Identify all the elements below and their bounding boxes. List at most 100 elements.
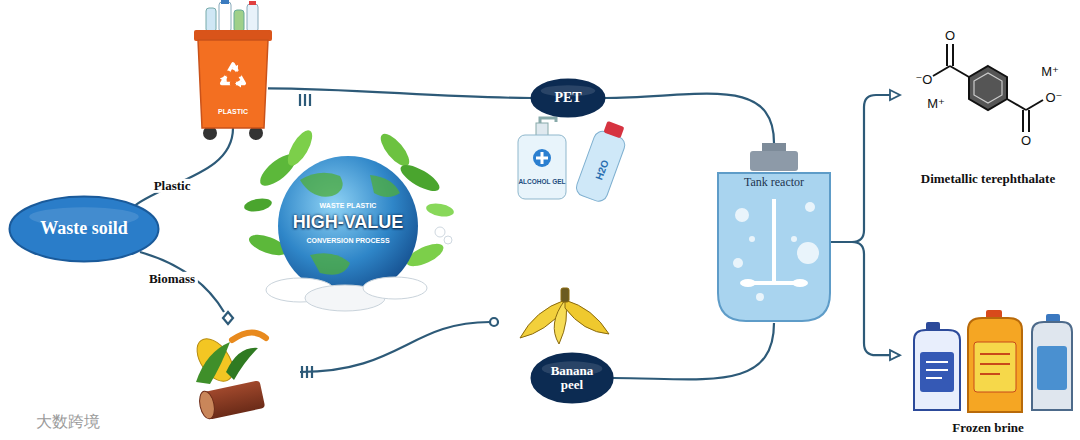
product-node-outline: [900, 305, 1076, 437]
recycle-arrow: [231, 65, 241, 74]
biomass-branch-part: [300, 322, 490, 372]
stirrer-shaft: [772, 199, 776, 283]
brine-jugs-part: [926, 362, 948, 378]
motor-cap: [762, 143, 786, 151]
connector: [268, 88, 531, 98]
node-label: Tank reactor: [744, 176, 804, 189]
terephthalate-molecule-part: [1007, 99, 1026, 110]
pet-bottles-part: [536, 152, 548, 164]
pet-bottles-part: [536, 123, 548, 136]
biomass-branch: [140, 94, 498, 378]
ellipse-shape: [532, 80, 605, 117]
globe-illustration-part: [283, 127, 317, 170]
node-label: Waste soild: [40, 219, 128, 239]
node-label: PET: [554, 90, 581, 105]
pet-bottles: [518, 118, 631, 204]
brine-jugs-part: [1037, 346, 1067, 390]
product-node: Frozen brine: [900, 305, 1076, 437]
ion-label: M⁺: [927, 97, 945, 111]
connector: [830, 242, 900, 355]
globe-illustration: [243, 127, 455, 311]
biomass-branch-part: [300, 94, 310, 106]
brine-jugs-part: [968, 318, 1022, 412]
pet-bottles-part: [518, 135, 566, 199]
bubble: [805, 202, 815, 212]
terephthalate-molecule-part: [1023, 110, 1029, 132]
pet-ellipse: PET: [530, 78, 606, 118]
pet-bottles-part: [533, 149, 551, 167]
banana-ellipse: Banana peel: [530, 352, 614, 404]
biomass-branch-part: [490, 318, 498, 326]
brine-jugs-part: [1032, 322, 1072, 410]
motor: [750, 151, 798, 171]
recycle-gap: [224, 71, 230, 77]
recycle-arrow: [220, 73, 230, 82]
edge-label: Plastic: [151, 179, 194, 193]
plastic-bin: PLASTIC: [198, 40, 268, 128]
waste-ellipse: Waste soild: [8, 195, 160, 263]
stirrer-blade: [740, 279, 756, 287]
globe-illustration-part: [435, 227, 445, 237]
globe-illustration-part: [370, 175, 400, 197]
terephthalate-molecule-part: [1026, 100, 1043, 110]
plastic-bin-top-part: [247, 4, 258, 32]
bubble: [791, 236, 797, 242]
node-label: Dimetallic terephthalate: [921, 172, 1055, 186]
globe-illustration-part: [444, 236, 452, 244]
ellipse-shape: [531, 354, 612, 403]
globe-illustration-part: [425, 202, 455, 219]
biomass-branch-part: [140, 252, 224, 312]
bottle-label: ALCOHOL GEL: [518, 178, 565, 185]
node-texts: Tank reactor: [712, 143, 836, 323]
biomass-icon: [190, 332, 266, 420]
terephthalate-molecule-part: [950, 66, 969, 77]
terephthalate-molecule: [933, 44, 1043, 132]
brine-jugs-part: [980, 354, 1010, 374]
globe-illustration-part: [363, 277, 427, 299]
pet-bottles-part: [574, 119, 631, 204]
bubble: [797, 242, 819, 264]
banana-peel-part: [565, 300, 609, 334]
brine-jugs-part: [920, 352, 954, 392]
plastic-bin-top-part: [219, 2, 231, 32]
plastic-bin-top-part: [221, 0, 229, 4]
connector: [136, 128, 233, 205]
globe-illustration-part: [376, 130, 414, 171]
recycle-gap: [235, 71, 241, 77]
bubble: [733, 258, 743, 268]
bubble: [756, 293, 764, 301]
globe-illustration-part: [278, 156, 418, 296]
globe-text: WASTE PLASTIC: [320, 202, 377, 210]
branch-label: Biomass: [146, 272, 198, 286]
node-texts: Frozen brine: [900, 305, 1076, 437]
biomass-icon-part: [232, 332, 266, 340]
globe-title: HIGH-VALUE: [293, 213, 404, 233]
node-label: Banana peel: [545, 364, 599, 393]
pet-bottles-part: [540, 118, 556, 123]
brine-jugs: [914, 310, 1072, 412]
brine-jugs-part: [914, 330, 960, 410]
globe-illustration-part: [300, 173, 343, 197]
atom-label: O: [945, 29, 955, 43]
atom-label: ⁻O: [916, 73, 933, 87]
pet-bottles-part-part: [574, 129, 627, 204]
biomass-icon-part: [226, 348, 258, 380]
node-texts: Banana peel: [530, 352, 614, 404]
biomass-icon-part: [196, 342, 230, 384]
tank-body: [718, 173, 830, 321]
bin-body: [198, 40, 268, 128]
pet-bottles-part-part: [603, 121, 624, 138]
biomass-icon-part: [197, 390, 217, 420]
bubble: [749, 236, 755, 242]
plastic-bin-top: [194, 0, 272, 140]
ellipse-shape: [10, 197, 159, 262]
stirrer-blade: [792, 279, 808, 287]
bubble: [735, 208, 749, 222]
biomass-icon-part: [190, 332, 240, 387]
node-texts: Waste soild: [8, 195, 160, 263]
biomass-branch-part: [302, 366, 312, 378]
brine-jugs-part: [974, 342, 1016, 392]
watermark: 大数跨境: [36, 413, 100, 431]
globe-text: CONVERSION PROCESS: [306, 237, 389, 245]
atom-label: O: [1021, 134, 1031, 148]
